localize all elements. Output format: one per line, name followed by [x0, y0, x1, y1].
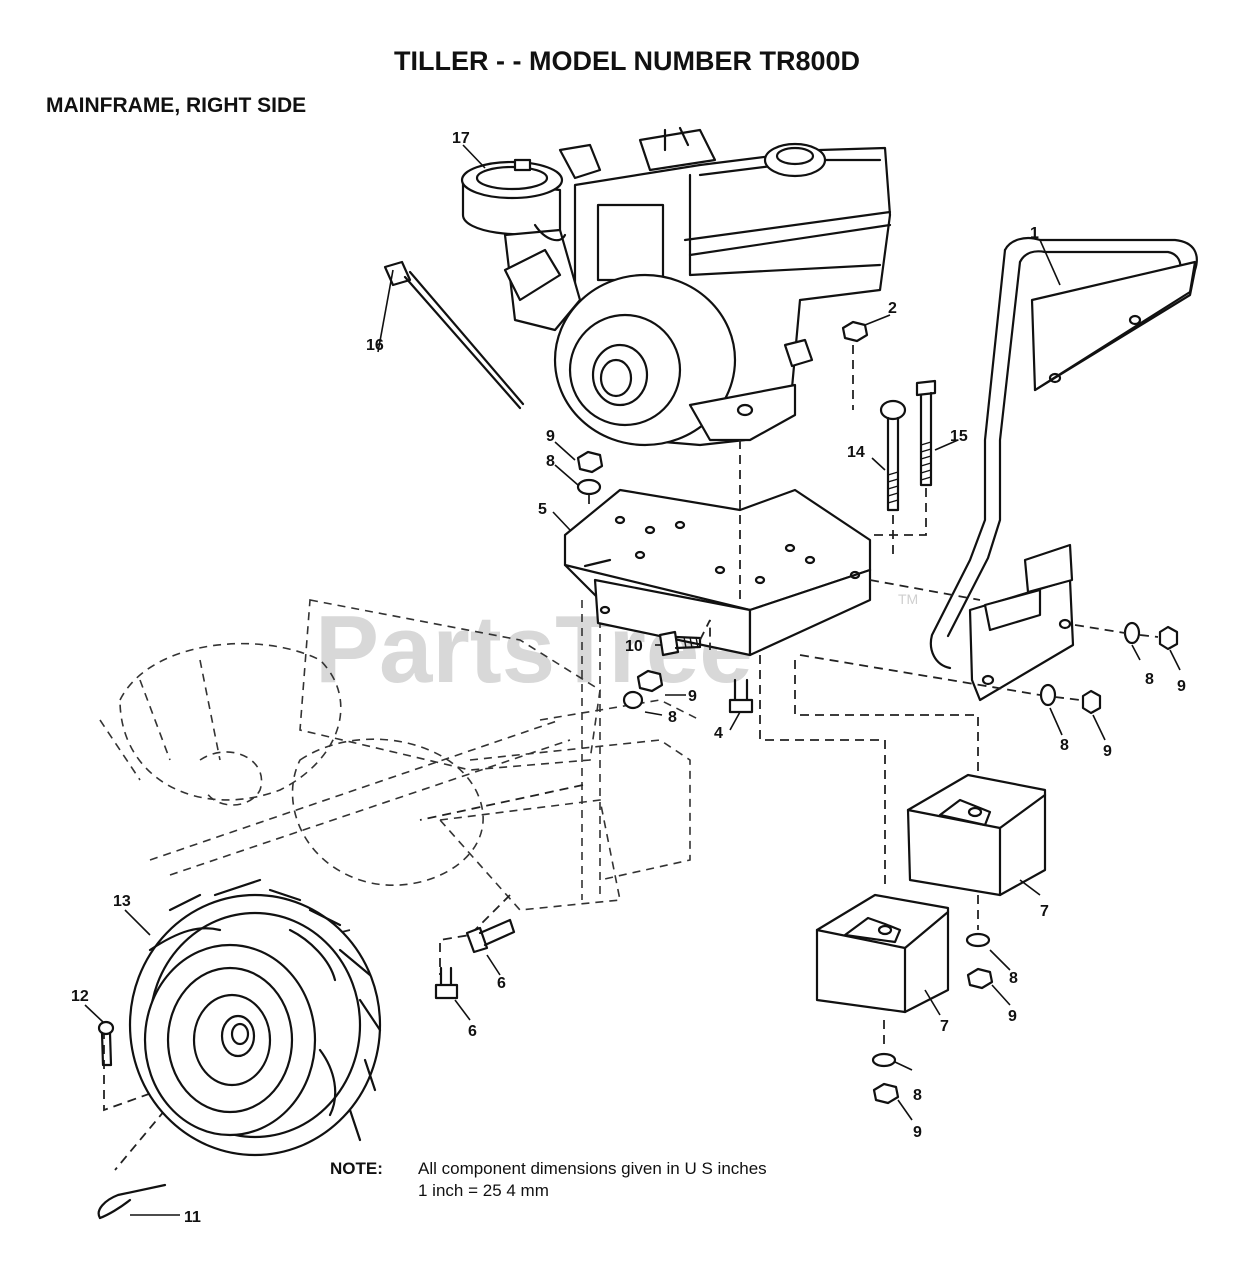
- clevis-pin: [97, 1020, 115, 1067]
- callout-9-weight-a: 9: [1008, 1008, 1017, 1025]
- bolt-4: [728, 678, 754, 714]
- note-line-2: 1 inch = 25 4 mm: [418, 1181, 549, 1200]
- cable-tie: [383, 260, 525, 410]
- bolt-15: [915, 379, 937, 487]
- callout-11: 11: [184, 1209, 201, 1226]
- callout-12: 12: [71, 988, 89, 1005]
- callout-9-right-b: 9: [1103, 743, 1112, 760]
- wheel-weight-lower: [815, 893, 950, 1014]
- handle-bar: [929, 236, 1198, 702]
- callout-8-right-a: 8: [1145, 671, 1154, 688]
- nut-9-right-b: [1081, 689, 1102, 715]
- hairpin-clip: [97, 1183, 180, 1220]
- bolt-10: [658, 630, 702, 657]
- callout-8-mid: 8: [668, 709, 677, 726]
- bolt-14: [879, 399, 907, 512]
- nut-9-weight-b: [872, 1082, 900, 1105]
- engine: [460, 126, 892, 447]
- callout-10: 10: [625, 638, 643, 655]
- callout-9-engine: 9: [546, 428, 555, 445]
- washer-8-weight-b: [871, 1052, 897, 1068]
- callout-9-mid: 9: [688, 688, 697, 705]
- engine-mount-plate: [563, 488, 872, 657]
- note-line-1: All component dimensions given in U S in…: [418, 1159, 767, 1178]
- callout-17: 17: [452, 130, 470, 147]
- section-subtitle: MAINFRAME, RIGHT SIDE: [46, 94, 306, 117]
- nut-9-mid: [636, 669, 664, 693]
- wheel-weight-upper: [906, 773, 1047, 897]
- callout-13: 13: [113, 893, 131, 910]
- callout-6-upper: 6: [497, 975, 506, 992]
- callout-8-weight-a: 8: [1009, 970, 1018, 987]
- callout-16: 16: [366, 337, 384, 354]
- assembly-lines: [103, 345, 1159, 1171]
- callout-9-right-a: 9: [1177, 678, 1186, 695]
- callout-6-lower: 6: [468, 1023, 477, 1040]
- page-title: TILLER - - MODEL NUMBER TR800D: [394, 46, 860, 76]
- callouts: 17 1 2 16 15 14 9 8 5 10 9 8 4 8 9 8 9 7…: [71, 130, 1186, 1226]
- callout-4: 4: [714, 725, 723, 742]
- washer-8-engine: [576, 478, 602, 496]
- callout-8-engine: 8: [546, 453, 555, 470]
- tine-assembly-outline: [99, 599, 701, 911]
- callout-8-weight-b: 8: [913, 1087, 922, 1104]
- wheel-tire: [128, 878, 382, 1157]
- leader-lines: [84, 144, 1181, 1121]
- washer-8-right-a: [1123, 621, 1141, 645]
- callout-9-weight-b: 9: [913, 1124, 922, 1141]
- nut-9-right-a: [1158, 625, 1179, 651]
- bolt-6-upper: [465, 918, 516, 954]
- washer-8-right-b: [1039, 683, 1057, 707]
- bolt-6-lower: [434, 966, 459, 1000]
- washer-8-weight-a: [965, 932, 991, 948]
- callout-1: 1: [1030, 225, 1039, 242]
- callout-7-upper: 7: [1040, 903, 1049, 920]
- note: NOTE: All component dimensions given in …: [330, 1159, 767, 1200]
- nut-9-weight-a: [966, 967, 994, 990]
- callout-15: 15: [950, 428, 968, 445]
- note-label: NOTE:: [330, 1159, 383, 1178]
- watermark-tm: TM: [898, 591, 918, 607]
- callout-5: 5: [538, 501, 547, 518]
- washer-8-mid: [622, 690, 644, 710]
- nut-2: [841, 320, 869, 343]
- callout-2: 2: [888, 300, 897, 317]
- nut-9-engine: [576, 450, 604, 474]
- callout-14: 14: [847, 444, 865, 461]
- callout-8-right-b: 8: [1060, 737, 1069, 754]
- callout-7-lower: 7: [940, 1018, 949, 1035]
